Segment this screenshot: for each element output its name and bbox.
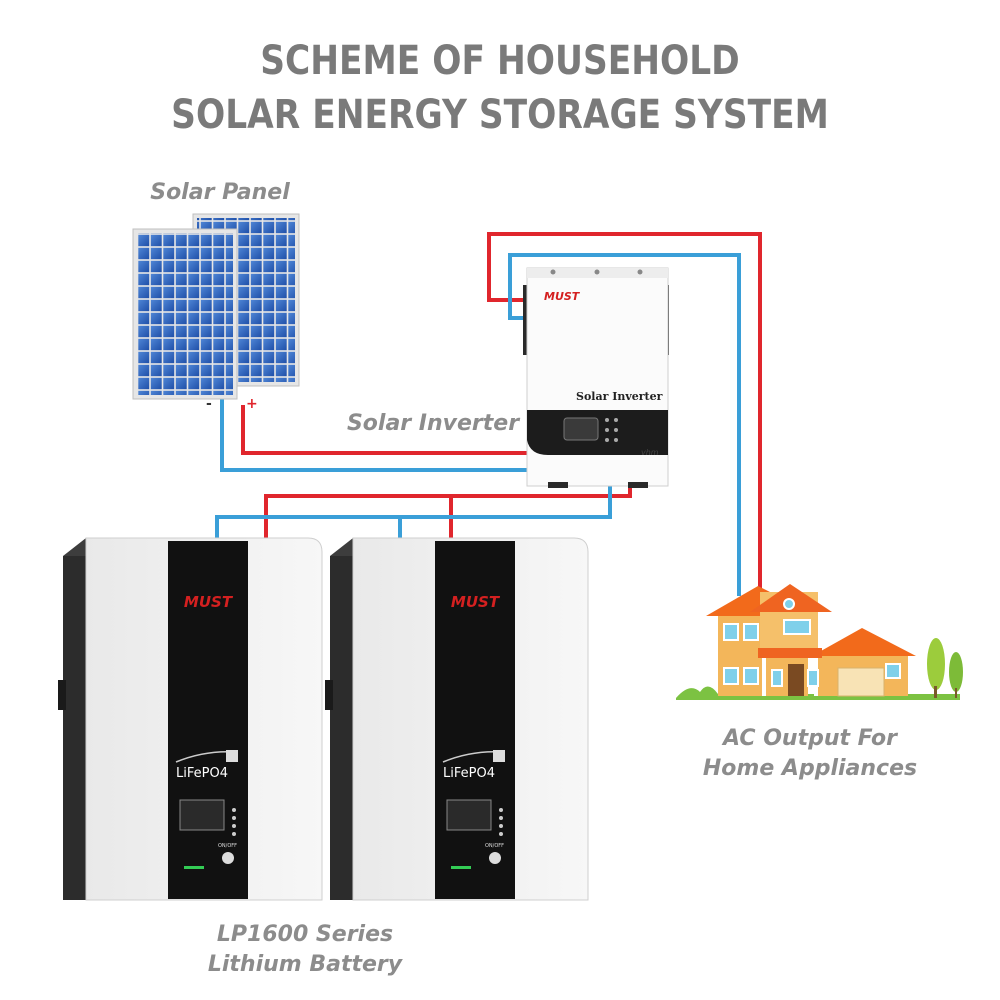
inverter-lcd xyxy=(563,417,599,441)
battery-2-chemistry: LiFePO4 xyxy=(443,766,495,781)
solar-inverter-unit xyxy=(523,267,669,488)
battery-1-brand-logo: MUST xyxy=(183,593,233,611)
label-ac-output-line-1: AC Output For xyxy=(723,726,897,751)
battery-1-front-strip xyxy=(168,541,248,899)
ac-neutral-wire xyxy=(508,253,741,596)
battery-1-power-button xyxy=(222,852,234,864)
label-ac-output-line-2: Home Appliances xyxy=(702,756,918,781)
grass xyxy=(676,686,960,700)
battery-2-brand-logo: MUST xyxy=(450,593,500,611)
inverter-badge: vhm xyxy=(641,448,659,457)
title-line-2: SOLAR ENERGY STORAGE SYSTEM xyxy=(171,92,829,138)
pv-negative-wire xyxy=(220,392,527,472)
label-solar-inverter: Solar Inverter xyxy=(346,411,520,436)
title-line-1: SCHEME OF HOUSEHOLD xyxy=(260,38,740,84)
battery-unit-2 xyxy=(325,537,589,901)
label-battery-line-1: LP1600 Series xyxy=(216,922,394,947)
battery-unit-1 xyxy=(58,537,323,901)
battery-2-switch-label: ON/OFF xyxy=(485,843,505,849)
panel-negative-terminal: - xyxy=(206,396,212,412)
label-solar-panel: Solar Panel xyxy=(150,180,290,205)
battery-2-lcd xyxy=(446,799,492,831)
label-battery-line-2: Lithium Battery xyxy=(207,952,403,977)
front-door xyxy=(788,664,804,696)
battery-1-switch-label: ON/OFF xyxy=(218,843,238,849)
inverter-model-text: Solar Inverter xyxy=(576,390,663,403)
garage-door xyxy=(837,667,885,697)
battery-2-power-button xyxy=(489,852,501,864)
battery-2-front-strip xyxy=(435,541,515,899)
panel-positive-terminal: + xyxy=(246,396,258,412)
inverter-brand-logo: MUST xyxy=(544,290,580,303)
solar-panel-array xyxy=(132,213,300,400)
battery-1-lcd xyxy=(179,799,225,831)
house-illustration xyxy=(676,584,963,700)
pv-positive-wire xyxy=(241,405,527,455)
ac-live-wire xyxy=(487,232,762,592)
battery-1-chemistry: LiFePO4 xyxy=(176,766,228,781)
